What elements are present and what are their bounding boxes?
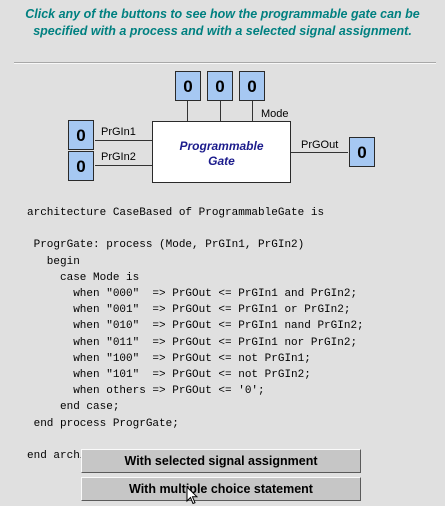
gate-title-line-2: Gate — [208, 154, 235, 168]
prgout-label: PrGOut — [301, 139, 339, 151]
code-line: case Mode is — [27, 271, 140, 284]
divider — [14, 62, 436, 64]
code-line: end process ProgrGate; — [27, 417, 179, 430]
code-line: when "011" => PrGOut <= PrGIn1 nor PrGIn… — [27, 336, 358, 349]
prgout-value: 0 — [349, 137, 375, 167]
vhdl-code-block: architecture CaseBased of ProgrammableGa… — [27, 205, 442, 462]
mode-bit-2[interactable]: 0 — [175, 71, 201, 101]
mode-wire-0 — [252, 101, 253, 121]
prgin1-wire — [95, 140, 152, 141]
code-line: end case; — [27, 401, 120, 414]
multiple-choice-statement-button[interactable]: With multiple choice statement — [81, 477, 361, 501]
code-line — [27, 432, 364, 448]
code-line: when "000" => PrGOut <= PrGIn1 and PrGIn… — [27, 288, 358, 301]
prgin2-label: PrGIn2 — [101, 151, 136, 163]
prgin1-label: PrGIn1 — [101, 126, 136, 138]
code-line: when "100" => PrGOut <= not PrGIn1; — [27, 352, 311, 365]
mode-label: Mode — [261, 108, 289, 120]
mode-bit-0[interactable]: 0 — [239, 71, 265, 101]
instruction-line-1: Click any of the buttons to see how the … — [25, 7, 420, 21]
prgin1-value[interactable]: 0 — [68, 120, 94, 150]
programmable-gate-block: Programmable Gate — [152, 121, 291, 183]
code-line: when "001" => PrGOut <= PrGIn1 or PrGIn2… — [27, 304, 351, 317]
prgout-wire — [291, 152, 348, 153]
gate-title-line-1: Programmable — [179, 139, 264, 153]
mouse-cursor-icon — [186, 486, 198, 505]
prgin2-value[interactable]: 0 — [68, 151, 94, 181]
instruction-line-2: specified with a process and with a sele… — [33, 24, 412, 38]
code-line: architecture CaseBased of ProgrammableGa… — [27, 207, 325, 219]
mode-wire-1 — [220, 101, 221, 121]
selected-signal-assignment-button[interactable]: With selected signal assignment — [81, 449, 361, 473]
code-line: ProgrGate: process (Mode, PrGIn1, PrGIn2… — [27, 239, 305, 252]
mode-wire-2 — [187, 101, 188, 121]
prgin2-wire — [95, 165, 152, 166]
code-line: when "010" => PrGOut <= PrGIn1 nand PrGI… — [27, 320, 364, 333]
code-line — [27, 221, 364, 237]
mode-bit-1[interactable]: 0 — [207, 71, 233, 101]
vhdl-code: architecture CaseBased of ProgrammableGa… — [27, 205, 364, 464]
code-line: when "101" => PrGOut <= not PrGIn2; — [27, 369, 311, 382]
instruction-text: Click any of the buttons to see how the … — [0, 6, 445, 40]
code-line: when others => PrGOut <= '0'; — [27, 385, 265, 398]
code-line: begin — [27, 255, 80, 268]
